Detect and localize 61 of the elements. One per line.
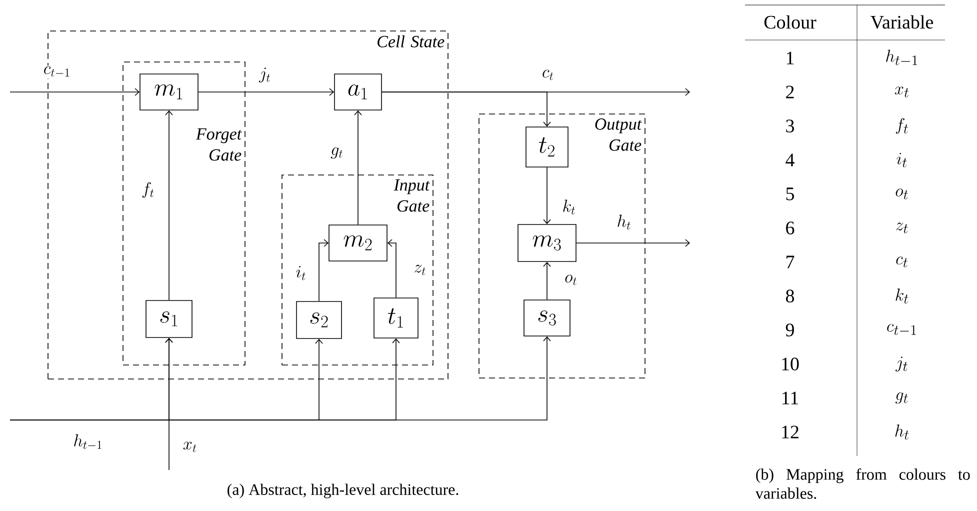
edge-label: $k_t$: [561, 198, 577, 216]
table-cell: $x_t$: [894, 86, 909, 98]
table-header: Variable: [870, 15, 934, 29]
operation-box: $a_1$: [334, 74, 382, 110]
edge-label: $c_{t-1}$: [42, 65, 72, 79]
edge-label: $o_t$: [564, 274, 578, 286]
arrow: [576, 239, 690, 247]
edge-label: $h_{t-1}$: [72, 433, 104, 451]
operation-box: $m_3$: [518, 224, 576, 262]
table-cell: 9: [786, 324, 794, 336]
arrow: [387, 239, 396, 298]
edge-label: $x_t$: [182, 440, 198, 453]
table-cell: 6: [786, 222, 794, 234]
table-cell: $g_t$: [895, 392, 908, 404]
table-cell: $i_t$: [896, 152, 907, 168]
operation-box: $m_2$: [328, 224, 388, 262]
edge-label: $i_t$: [294, 265, 308, 281]
table-cell: 1: [786, 52, 794, 64]
table-cell: $o_t$: [896, 188, 908, 200]
arrow: [382, 92, 551, 127]
operation-box: $m_1$: [140, 74, 198, 110]
edge-label: $c_t$: [541, 68, 556, 82]
table-cell: 2: [786, 86, 794, 98]
arrow: [543, 167, 551, 224]
table-cell: 7: [786, 256, 794, 268]
table-cell: $c_t$: [896, 256, 908, 268]
table-cell: $f_t$: [896, 118, 908, 134]
table-cell: 5: [786, 188, 794, 200]
operation-box: $s_1$: [146, 300, 192, 338]
arrow: [198, 88, 334, 96]
edge-label: $h_t$: [616, 214, 632, 230]
edge-label: $j_t$: [258, 66, 272, 84]
arrow: [165, 338, 173, 470]
arrow: [543, 262, 551, 300]
edge-label: $f_t$: [140, 181, 156, 199]
table-cell: 4: [786, 154, 794, 166]
table-cell: 3: [786, 120, 794, 132]
table-cell: 10: [782, 358, 799, 370]
table-cell: 11: [782, 392, 798, 404]
table-cell: $k_t$: [896, 288, 908, 304]
arrow: [10, 336, 551, 420]
table-cell: $j_t$: [895, 356, 908, 372]
operation-box: $s_2$: [296, 301, 342, 339]
table-cell: $z_t$: [896, 222, 908, 234]
arrow: [318, 239, 329, 302]
arrow: [10, 88, 140, 96]
operation-box: $t_2$: [526, 126, 568, 168]
operation-box: $t_1$: [374, 298, 418, 338]
edge-label: $z_t$: [412, 264, 428, 276]
edge-label: $g_t$: [330, 146, 344, 160]
table-cell: $h_t$: [895, 424, 909, 440]
caption: (b) Mapping from colours to variables.: [755, 468, 970, 499]
table-cell: $c_{t-1}$: [887, 324, 916, 335]
table-cell: $h_{t-1}$: [886, 50, 918, 66]
arrow: [354, 110, 362, 225]
operation-box: $s_3$: [524, 300, 570, 336]
caption: (a) Abstract, high-level architecture.: [228, 484, 458, 498]
table-cell: 8: [786, 290, 794, 302]
table-cell: 12: [782, 426, 798, 438]
arrow: [165, 110, 173, 300]
table-header: Colour: [764, 15, 816, 29]
